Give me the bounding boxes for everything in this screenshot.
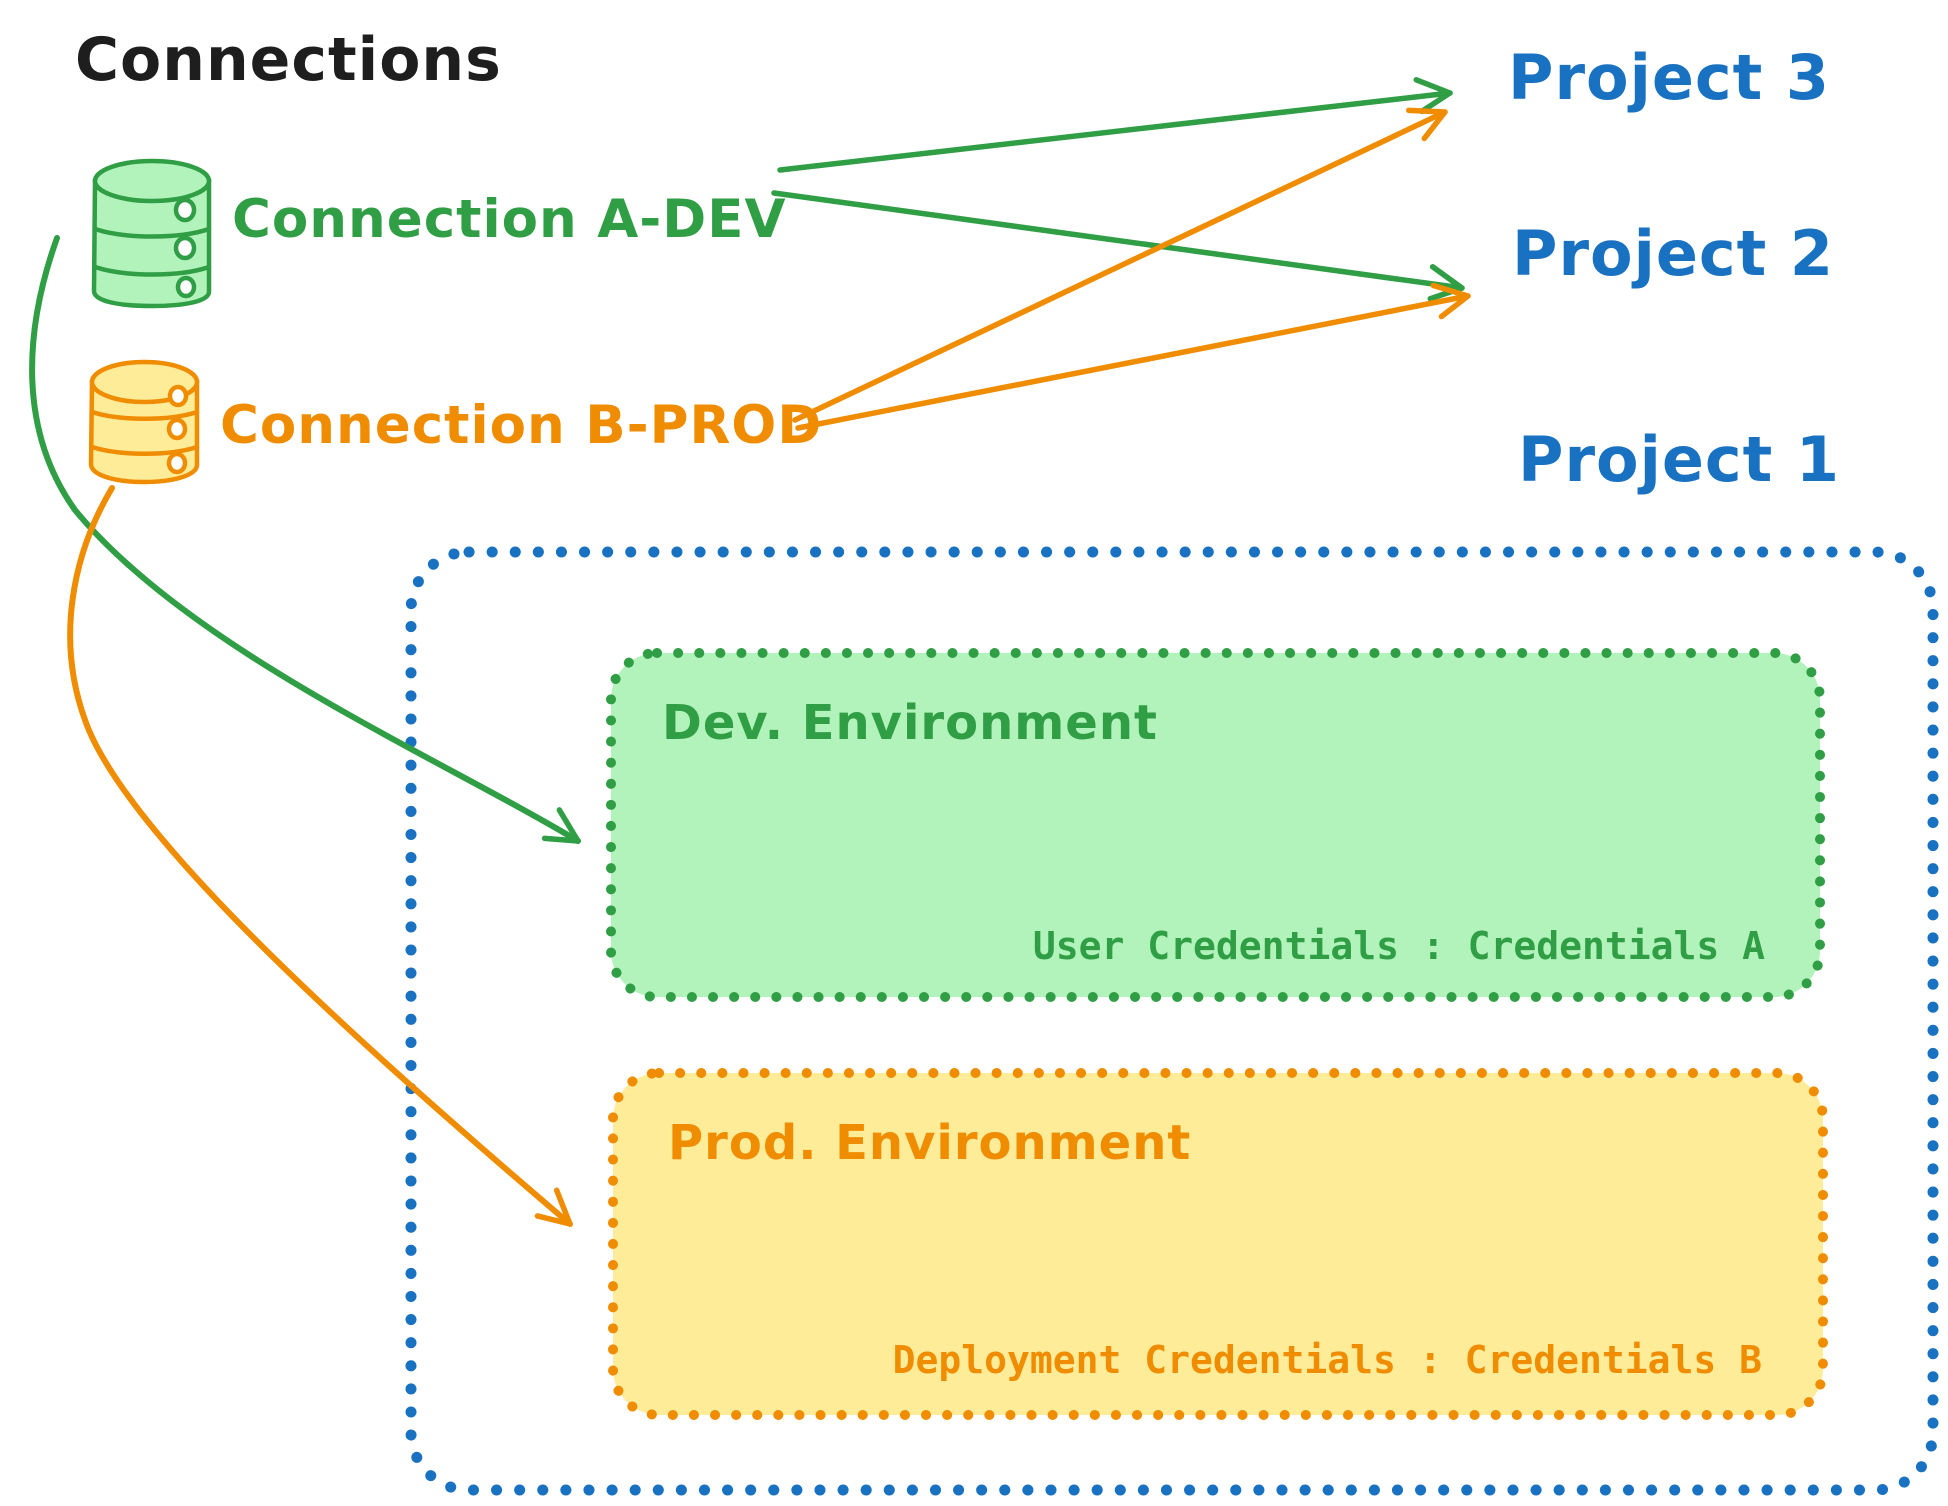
project-3-label: Project 3 [1508,41,1831,114]
dev-environment-box [611,653,1820,997]
database-icon-a-dev [91,158,212,309]
project-1-label: Project 1 [1518,423,1841,496]
arrow-b-prod-to-project-2 [795,282,1471,431]
dev-environment-title: Dev. Environment [662,695,1158,751]
dev-environment-border [606,648,1825,1002]
arrow-b-prod-to-prod-environment [67,485,573,1227]
arrow-a-dev-to-project-3 [777,77,1453,173]
prod-environment-title: Prod. Environment [668,1115,1192,1171]
connection-a-dev-label: Connection A-DEV [232,189,787,250]
dev-environment-credentials: User Credentials : Credentials A [1032,924,1765,968]
project-2-label: Project 2 [1512,217,1835,290]
prod-environment-credentials: Deployment Credentials : Credentials B [892,1338,1762,1382]
arrow-b-prod-to-project-3 [792,107,1448,423]
database-icon-b-prod [88,359,200,485]
diagram-title: Connections [75,25,502,95]
project-1-container [405,546,1939,1496]
arrow-a-dev-to-project-2 [771,190,1465,302]
prod-environment-border [608,1068,1828,1420]
arrow-a-dev-to-dev-environment [29,235,581,844]
prod-environment-box [613,1073,1823,1415]
connection-b-prod-label: Connection B-PROD [220,395,823,456]
